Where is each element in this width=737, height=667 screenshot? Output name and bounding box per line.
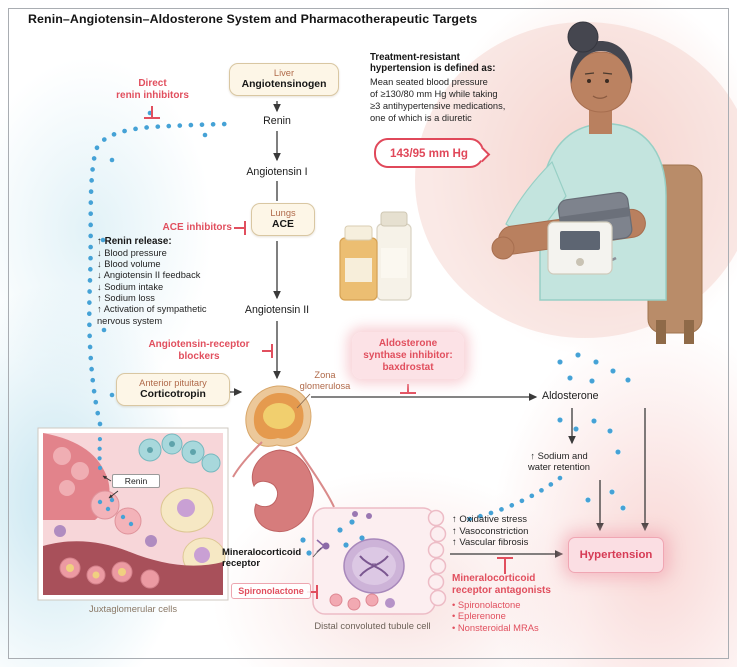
renin-release-title: ↑ Renin release:	[97, 236, 172, 247]
lungs-ace-box: Lungs ACE	[251, 203, 315, 236]
arb-label: Angiotensin-receptor blockers	[148, 339, 250, 362]
figure-title: Renin–Angiotensin–Aldosterone System and…	[28, 12, 478, 26]
angiotensinogen-label: Angiotensinogen	[241, 79, 327, 90]
spironolactone-label: Spironolactone	[231, 583, 311, 599]
distal-tubule-caption: Distal convoluted tubule cell	[314, 620, 431, 631]
ace-inhibitors-label: ACE inhibitors	[162, 222, 232, 233]
ace-label: ACE	[272, 219, 294, 230]
list-item: Nonsteroidal MRAs	[452, 622, 570, 633]
lungs-label: Lungs	[270, 208, 296, 218]
renin-release-items: ↓ Blood pressure↓ Blood volume↓ Angioten…	[97, 248, 235, 327]
list-item: ↓ Angiotensin II feedback	[97, 270, 201, 281]
mra-group: Mineralocorticoid receptor antagonists S…	[452, 573, 570, 633]
tubule-cell	[300, 507, 447, 615]
list-item: ↑ Vascular fibrosis	[452, 537, 529, 549]
definition-body: Mean seated blood pressure of ≥130/80 mm…	[370, 76, 506, 123]
adrenal-gland	[245, 385, 312, 447]
direct-renin-inhibitors-label: Direct renin inhibitors	[116, 78, 189, 101]
renin-release-list: ↑ Renin release: ↓ Blood pressure↓ Blood…	[97, 236, 235, 327]
hair-bun	[567, 21, 599, 53]
effects-list: ↑ Oxidative stress↑ Vasoconstriction↑ Va…	[452, 514, 546, 549]
liver-box: Liver Angiotensinogen	[229, 63, 339, 96]
hand	[491, 236, 515, 260]
aldosterone-synthase-inhibitor-label: Aldosterone synthase inhibitor: baxdrost…	[352, 332, 464, 380]
angiotensin-ii-label: Angiotensin II	[244, 304, 310, 316]
anterior-pituitary-label: Anterior pituitary	[139, 378, 207, 388]
mra-title: Mineralocorticoid receptor antagonists	[452, 573, 551, 596]
list-item: ↑ Activation of sympathetic nervous syst…	[97, 304, 207, 326]
bp-monitor	[547, 221, 613, 275]
flow-arrows	[220, 101, 649, 558]
mineralocorticoid-receptor-label: Mineralocorticoid receptor	[222, 547, 302, 570]
hypertension-box: Hypertension	[568, 537, 664, 573]
list-item: ↑ Oxidative stress	[452, 514, 527, 525]
juxtaglomerular-inset	[37, 427, 229, 601]
definition-title: Treatment-resistant hypertension is defi…	[370, 52, 496, 75]
list-item: ↓ Blood volume	[97, 258, 161, 269]
juxtaglomerular-caption: Juxtaglomerular cells	[88, 603, 178, 614]
kidney	[232, 441, 335, 532]
mra-items: SpironolactoneEplerenoneNonsteroidal MRA…	[452, 599, 570, 633]
list-item: Eplerenone	[452, 610, 570, 621]
zona-glomerulosa-label: Zona glomerulosa	[299, 370, 351, 391]
list-item: ↑ Sodium loss	[97, 292, 155, 303]
definition-block: Treatment-resistant hypertension is defi…	[370, 52, 525, 124]
corticotropin-label: Corticotropin	[140, 389, 206, 400]
bp-reading-badge: 143/95 mm Hg	[374, 138, 484, 168]
aldosterone-dots	[459, 351, 632, 524]
renin-label: Renin	[263, 115, 291, 127]
inhibition-bars	[144, 106, 513, 599]
list-item: ↑ Vasoconstriction	[452, 525, 529, 537]
blood-cell	[329, 593, 343, 607]
effects-items: ↑ Oxidative stress↑ Vasoconstriction↑ Va…	[452, 514, 546, 549]
renin-inset-label: Renin	[112, 474, 160, 488]
angiotensin-i-label: Angiotensin I	[246, 166, 308, 178]
anterior-pituitary-box: Anterior pituitary Corticotropin	[116, 373, 230, 406]
list-item: ↓ Blood pressure	[97, 247, 167, 258]
neck	[589, 106, 612, 134]
aldosterone-label: Aldosterone	[542, 390, 599, 402]
list-item: Spironolactone	[452, 599, 570, 610]
liver-label: Liver	[273, 68, 295, 78]
dna-helix	[359, 555, 389, 577]
pill-bottles	[339, 211, 412, 301]
list-item: ↓ Sodium intake	[97, 281, 164, 292]
granular-cell	[90, 490, 120, 520]
sodium-water-retention-label: ↑ Sodium and water retention	[527, 450, 590, 473]
patient-illustration	[339, 21, 737, 344]
